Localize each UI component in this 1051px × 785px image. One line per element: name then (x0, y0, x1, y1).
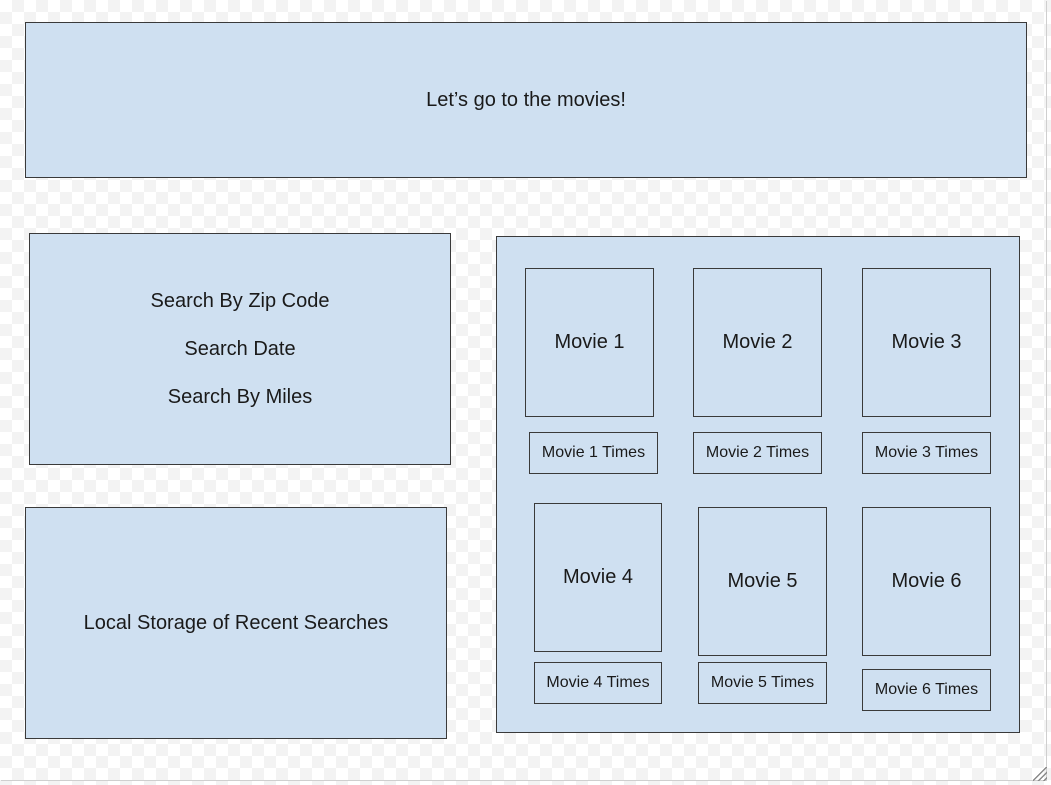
movie-2-title: Movie 2 (722, 331, 793, 353)
movie-5-title: Movie 5 (727, 570, 798, 592)
search-date-label: Search Date (184, 338, 296, 360)
movie-2-times-label: Movie 2 Times (705, 444, 810, 461)
movie-3-times: Movie 3 Times (862, 432, 991, 474)
movie-6-poster: Movie 6 (862, 507, 991, 656)
movie-2-times: Movie 2 Times (693, 432, 822, 474)
movie-6-title: Movie 6 (891, 570, 962, 592)
search-by-miles-label: Search By Miles (167, 386, 313, 408)
movie-6-times: Movie 6 Times (862, 669, 991, 711)
movie-4-poster: Movie 4 (534, 503, 662, 652)
search-by-zip-label: Search By Zip Code (150, 290, 330, 312)
movie-2-poster: Movie 2 (693, 268, 822, 417)
movie-1-title: Movie 1 (554, 331, 625, 353)
movie-4-title: Movie 4 (562, 566, 634, 588)
movie-3-poster: Movie 3 (862, 268, 991, 417)
search-panel: Search By Zip Code Search Date Search By… (29, 233, 451, 465)
movie-6-times-label: Movie 6 Times (874, 681, 979, 698)
movie-4-times: Movie 4 Times (534, 662, 662, 704)
movie-3-times-label: Movie 3 Times (874, 444, 979, 461)
movie-5-times: Movie 5 Times (698, 662, 827, 704)
header-title: Let’s go to the movies! (426, 88, 626, 111)
movie-3-title: Movie 3 (891, 331, 962, 353)
movie-4-times-label: Movie 4 Times (546, 674, 650, 691)
movie-1-poster: Movie 1 (525, 268, 654, 417)
resize-grip-icon[interactable] (1033, 767, 1047, 781)
header-banner: Let’s go to the movies! (25, 22, 1027, 178)
recent-searches-label: Local Storage of Recent Searches (83, 611, 389, 634)
movie-1-times: Movie 1 Times (529, 432, 658, 474)
movie-1-times-label: Movie 1 Times (541, 444, 646, 461)
movie-5-times-label: Movie 5 Times (710, 674, 815, 691)
movie-5-poster: Movie 5 (698, 507, 827, 656)
recent-searches-panel: Local Storage of Recent Searches (25, 507, 447, 739)
